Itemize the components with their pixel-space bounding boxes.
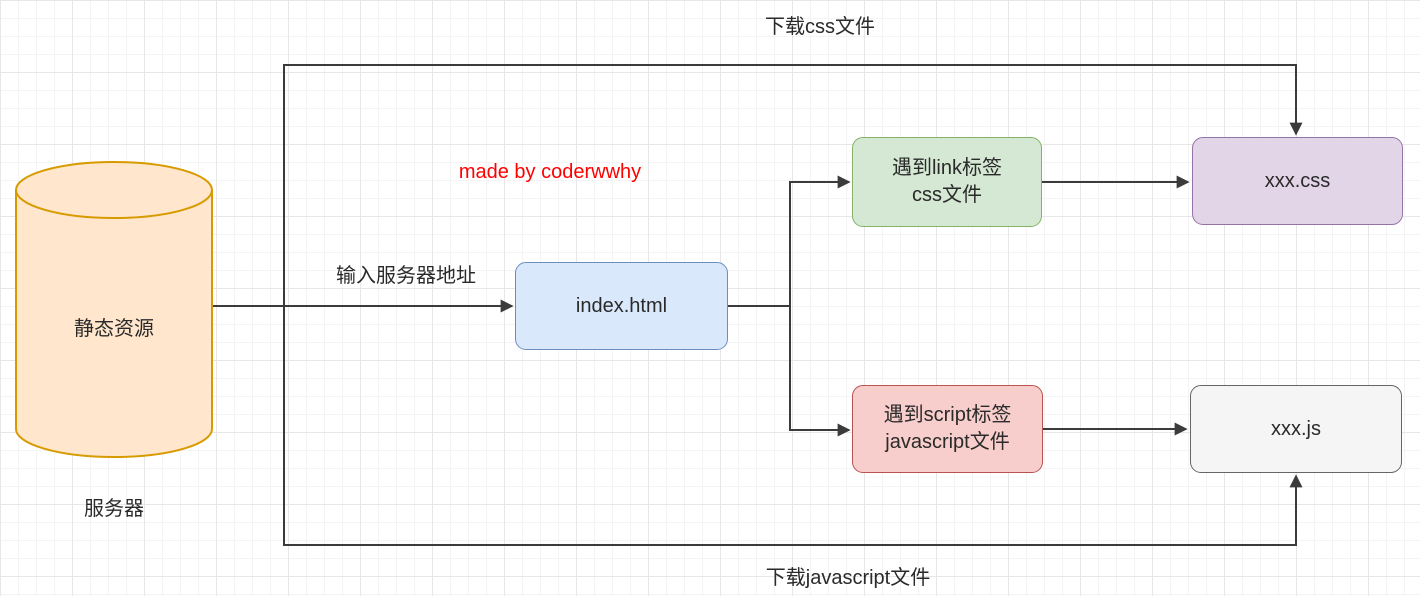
edge-label-download-css: 下载css文件 [765,16,875,38]
node-xxx-js-label: xxx.js [1271,417,1321,440]
server-caption: 服务器 [84,498,144,520]
edge-index-to-link-tag [789,175,851,306]
edge-label-download-javascript: 下载javascript文件 [765,567,931,589]
node-script-tag-line2: javascript文件 [885,431,1010,453]
node-link-tag: 遇到link标签 css文件 [852,137,1042,227]
edge-index-to-script-tag [789,306,851,437]
node-index-html: index.html [515,262,728,350]
node-xxx-css: xxx.css [1192,137,1403,225]
node-script-tag: 遇到script标签 javascript文件 [852,385,1043,473]
cylinder-body [17,190,211,428]
node-link-tag-line2: css文件 [912,184,982,206]
server-cylinder [15,161,213,458]
node-link-tag-line1: 遇到link标签 [891,157,1002,179]
node-index-html-label: index.html [575,294,668,317]
node-xxx-js: xxx.js [1190,385,1402,473]
server-cylinder-label: 静态资源 [74,318,154,340]
edge-label-enter-server-address: 输入服务器地址 [336,265,476,287]
watermark-text: made by coderwwhy [458,161,642,183]
cylinder-top-ellipse [15,161,213,219]
node-script-tag-line1: 遇到script标签 [883,404,1012,426]
node-xxx-css-label: xxx.css [1264,169,1331,192]
